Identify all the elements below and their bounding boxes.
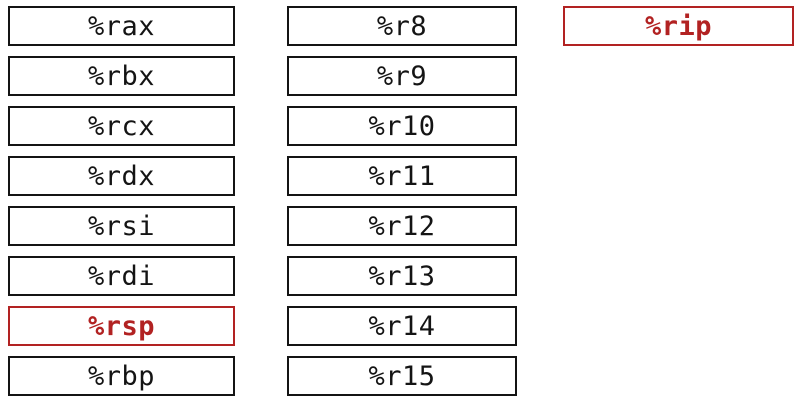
register-box-r9: %r9 [287, 56, 517, 96]
register-column-extended: %r8 %r9 %r10 %r11 %r12 %r13 %r14 %r15 [287, 6, 517, 396]
register-box-rdx: %rdx [8, 156, 235, 196]
register-box-rbx: %rbx [8, 56, 235, 96]
register-column-general: %rax %rbx %rcx %rdx %rsi %rdi %rsp %rbp [8, 6, 235, 396]
register-box-rsi: %rsi [8, 206, 235, 246]
register-box-r8: %r8 [287, 6, 517, 46]
register-box-rdi: %rdi [8, 256, 235, 296]
register-box-r12: %r12 [287, 206, 517, 246]
register-box-r13: %r13 [287, 256, 517, 296]
register-box-rbp: %rbp [8, 356, 235, 396]
register-box-r15: %r15 [287, 356, 517, 396]
register-column-instruction-pointer: %rip [563, 6, 794, 46]
register-box-rcx: %rcx [8, 106, 235, 146]
register-box-r11: %r11 [287, 156, 517, 196]
register-box-rip: %rip [563, 6, 794, 46]
register-box-rax: %rax [8, 6, 235, 46]
register-box-r14: %r14 [287, 306, 517, 346]
register-box-r10: %r10 [287, 106, 517, 146]
register-box-rsp: %rsp [8, 306, 235, 346]
